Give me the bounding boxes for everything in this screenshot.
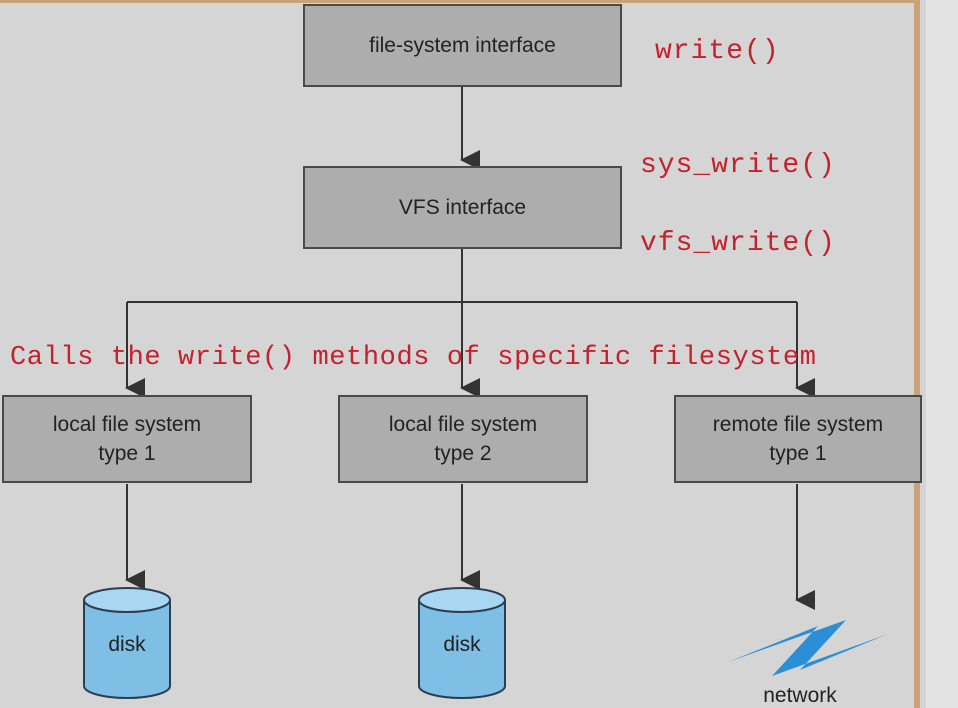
vfs-write-annotation: vfs_write() bbox=[640, 228, 836, 259]
vfs-interface-box: VFS interface bbox=[303, 166, 622, 249]
slide-frame bbox=[0, 0, 920, 708]
network-label: network bbox=[763, 684, 837, 707]
local-fs-type2-label-1: local file system bbox=[388, 413, 538, 436]
local-fs-type2-box: local file system type 2 bbox=[338, 395, 588, 483]
write-annotation: write() bbox=[655, 36, 780, 67]
remote-fs-type1-box: remote file system type 1 bbox=[674, 395, 922, 483]
connector-lines bbox=[83, 86, 888, 699]
remote-fs-type1-label-2: type 1 bbox=[769, 442, 827, 465]
disk1-label: disk bbox=[108, 633, 146, 656]
local-fs-type1-box: local file system type 1 bbox=[2, 395, 252, 483]
local-fs-type1-label-1: local file system bbox=[52, 413, 202, 436]
disk-icon bbox=[418, 587, 506, 699]
calls-annotation: Calls the write() methods of specific fi… bbox=[10, 343, 817, 373]
local-fs-type2-label-2: type 2 bbox=[434, 442, 492, 465]
vfs-interface-label: VFS interface bbox=[398, 196, 527, 219]
sys-write-annotation: sys_write() bbox=[640, 150, 836, 181]
file-system-interface-box: file-system interface bbox=[303, 4, 622, 87]
side-strip bbox=[926, 0, 958, 708]
local-fs-type1-label-2: type 1 bbox=[98, 442, 156, 465]
disk2-label: disk bbox=[443, 633, 481, 656]
remote-fs-type1-label-1: remote file system bbox=[712, 413, 884, 436]
file-system-interface-label: file-system interface bbox=[369, 34, 556, 57]
disk-icon bbox=[83, 587, 171, 699]
network-bolt-icon bbox=[728, 620, 888, 676]
